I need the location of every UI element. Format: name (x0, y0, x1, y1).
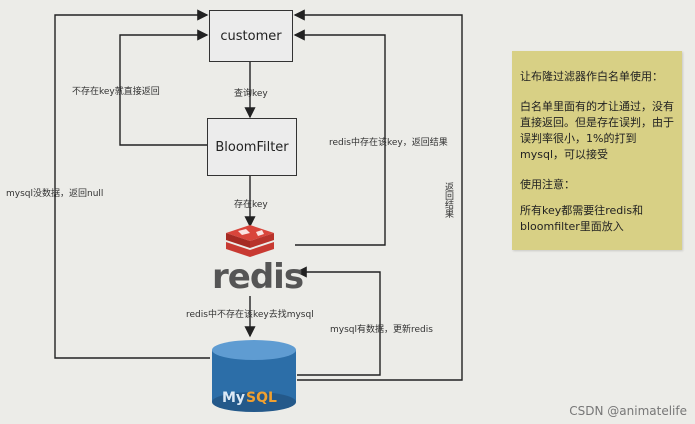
watermark: CSDN @animatelife (569, 404, 687, 418)
note-line-3: 使用注意： (520, 178, 575, 191)
bloomfilter-label: BloomFilter (215, 139, 289, 155)
sticky-note: 让布隆过滤器作白名单使用： 白名单里面有的才让通过，没有直接返回。但是存在误判，… (512, 51, 682, 250)
customer-node: customer (209, 10, 293, 62)
edge-label-mysql-update: mysql有数据，更新redis (330, 325, 433, 335)
edge-label-not-exist-return: 不存在key就直接返回 (72, 87, 160, 97)
mysql-database-icon: My SQL (212, 340, 296, 412)
note-line-2: 白名单里面有的才让通过，没有直接返回。但是存在误判，由于误判率很小，1%的打到m… (520, 100, 674, 161)
redis-label: redis (212, 257, 304, 297)
edge-redis-hit (293, 29, 386, 246)
edge-mysql-update (295, 266, 381, 376)
note-line-1: 让布隆过滤器作白名单使用： (520, 70, 663, 83)
redis-logo-icon (226, 225, 274, 257)
svg-text:SQL: SQL (246, 390, 277, 406)
edge-not-exist-return (119, 29, 209, 146)
customer-label: customer (220, 28, 282, 44)
edge-label-key-exists: 存在key (234, 200, 268, 210)
edge-label-return-result: 返回结果 (443, 182, 453, 218)
edge-return-result (293, 9, 463, 381)
bloomfilter-node: BloomFilter (207, 118, 297, 176)
edge-label-redis-miss: redis中不存在该key去找mysql (186, 310, 314, 320)
note-line-4: 所有key都需要往redis和bloomfilter里面放入 (520, 204, 644, 233)
edge-label-query-key: 查询key (234, 89, 268, 99)
edge-label-redis-hit: redis中存在该key，返回结果 (329, 138, 448, 148)
svg-text:My: My (222, 390, 245, 406)
edge-label-mysql-null: mysql没数据，返回null (6, 189, 104, 199)
edge-mysql-null (54, 9, 210, 359)
